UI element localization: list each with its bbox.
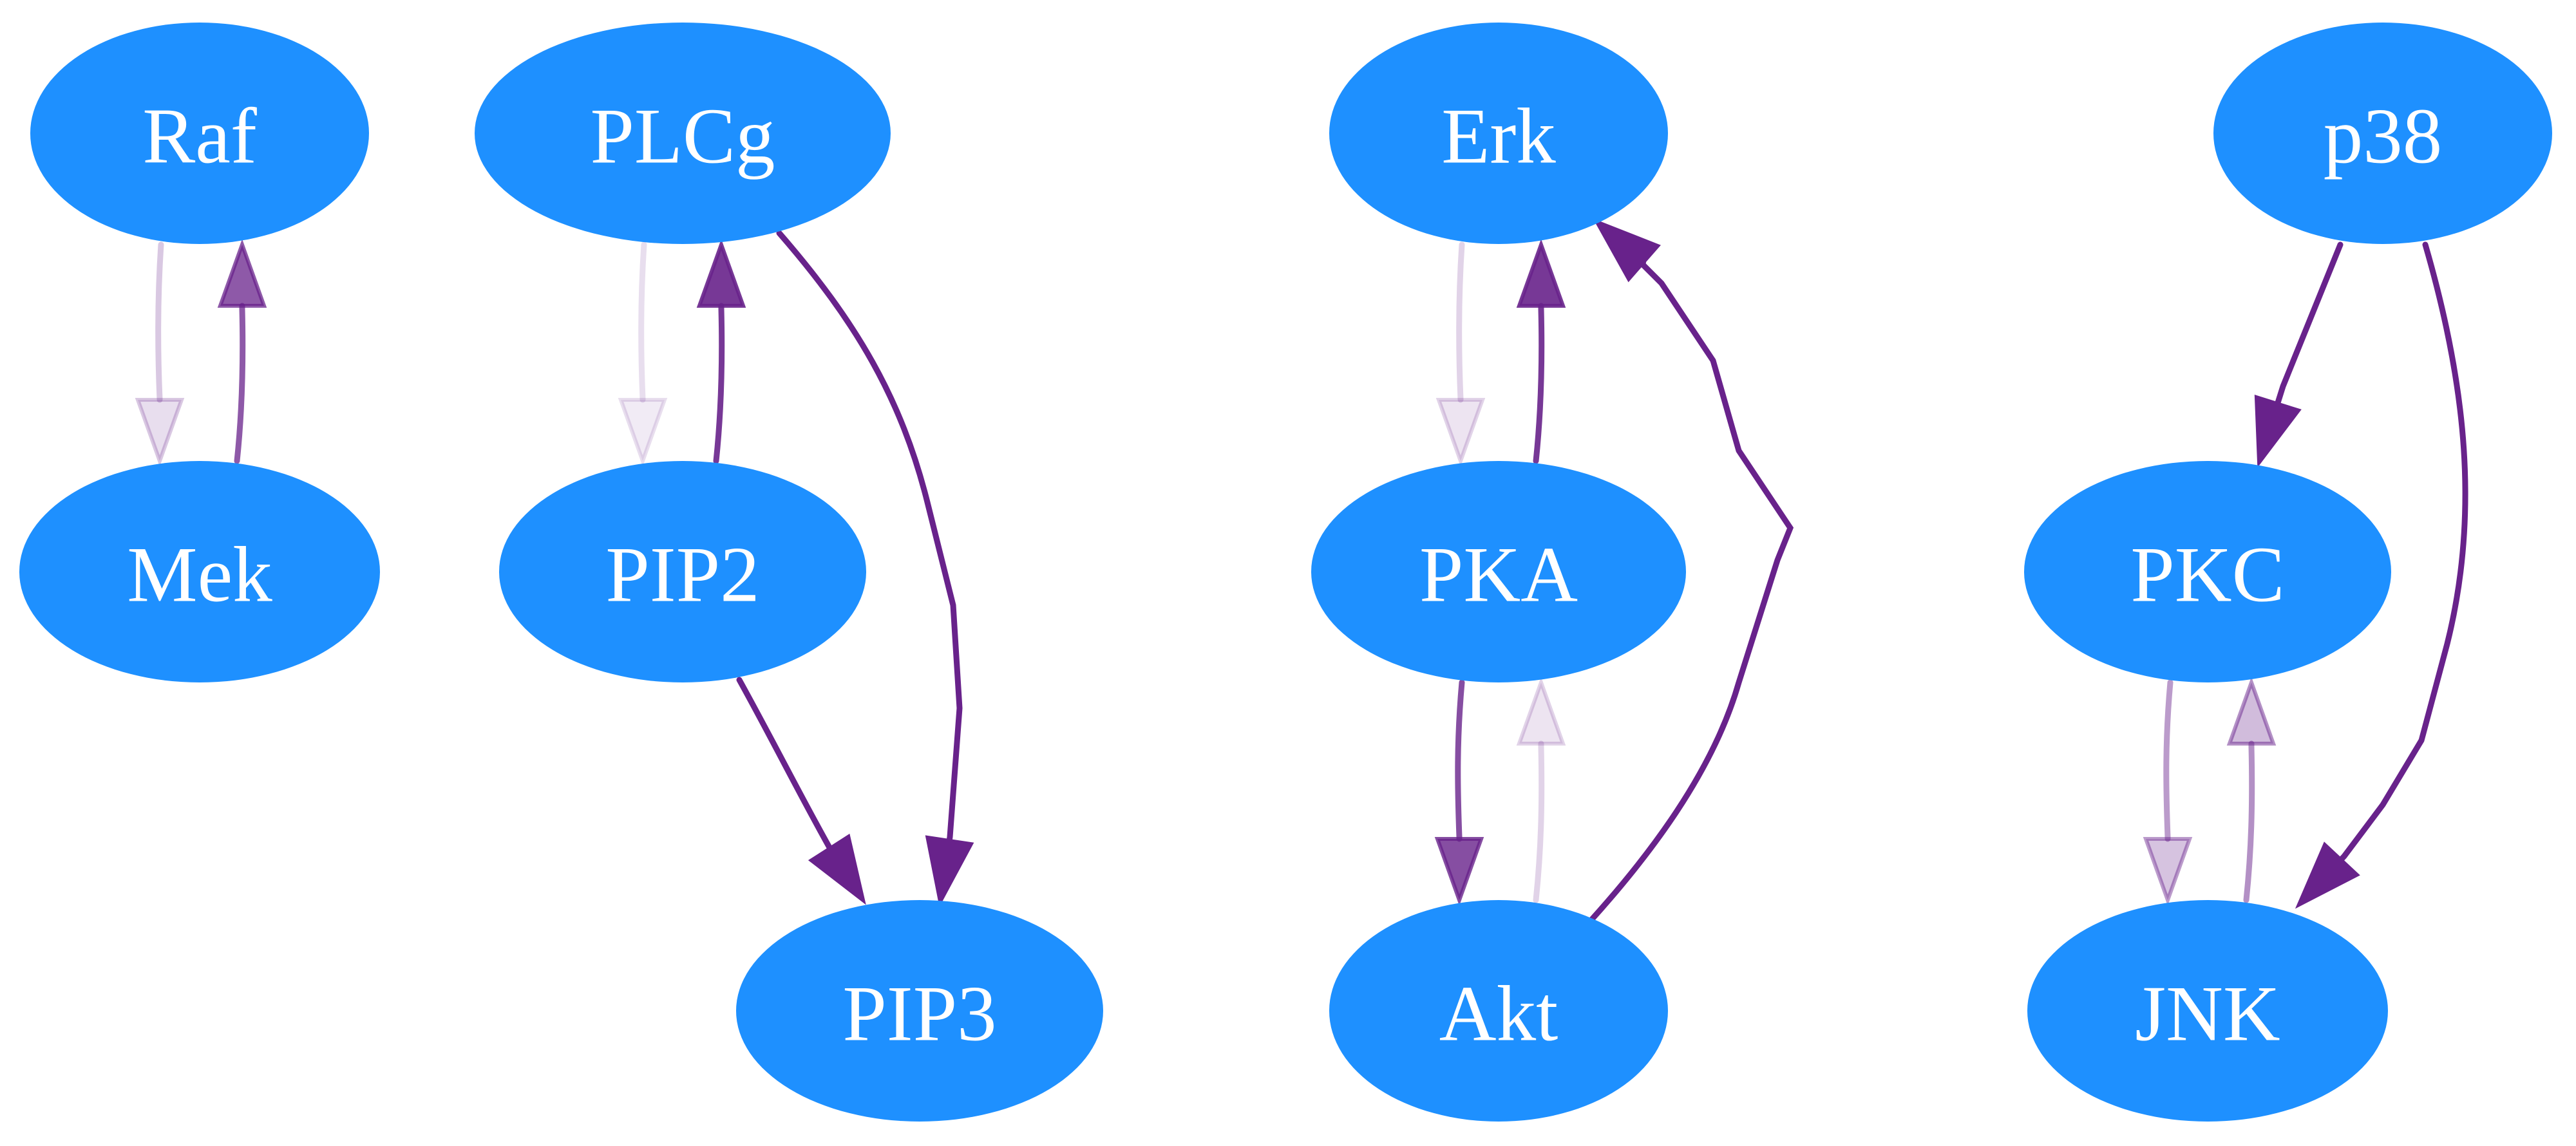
node-pka[interactable]: PKA bbox=[1311, 461, 1686, 682]
edge-line-plcg-pip3 bbox=[776, 230, 963, 844]
arrowhead-pka-erk bbox=[1516, 239, 1566, 308]
edge-line-akt-erk bbox=[1587, 242, 1794, 924]
arrowhead-p38-jnk bbox=[2295, 841, 2360, 909]
arrowhead-mek-raf bbox=[217, 239, 267, 308]
edge-line-pka-akt bbox=[1455, 679, 1465, 842]
node-pip3[interactable]: PIP3 bbox=[736, 900, 1103, 1122]
node-p38[interactable]: p38 bbox=[2213, 23, 2552, 244]
node-label-jnk: JNK bbox=[2135, 970, 2280, 1058]
edge-jnk-to-pkc bbox=[2226, 677, 2277, 903]
edge-p38-to-pkc bbox=[2254, 241, 2344, 468]
node-raf[interactable]: Raf bbox=[30, 23, 369, 244]
node-ellipse-erk bbox=[1329, 23, 1668, 244]
node-mek[interactable]: Mek bbox=[19, 461, 380, 682]
edge-pka-to-erk bbox=[1516, 239, 1566, 464]
node-pkc[interactable]: PKC bbox=[2024, 461, 2391, 682]
arrowhead-pkc-jnk bbox=[2143, 837, 2193, 906]
node-plcg[interactable]: PLCg bbox=[475, 23, 891, 244]
node-ellipse-pip3 bbox=[736, 900, 1103, 1122]
edge-line-pka-erk bbox=[1533, 303, 1545, 464]
node-ellipse-akt bbox=[1329, 900, 1668, 1122]
edge-akt-to-erk bbox=[1587, 218, 1794, 924]
edge-raf-to-mek bbox=[135, 241, 185, 467]
node-akt[interactable]: Akt bbox=[1329, 900, 1668, 1122]
node-label-pip2: PIP2 bbox=[605, 531, 759, 619]
edge-line-pkc-jnk bbox=[2163, 679, 2174, 842]
edge-mek-to-raf bbox=[217, 239, 267, 464]
node-label-p38: p38 bbox=[2324, 92, 2443, 180]
arrowhead-pka-akt bbox=[1434, 837, 1484, 906]
node-ellipse-mek bbox=[19, 461, 380, 682]
edge-line-pip2-plcg bbox=[713, 303, 725, 464]
edges-layer bbox=[135, 218, 2468, 924]
edge-line-erk-pka bbox=[1456, 241, 1465, 403]
node-label-raf: Raf bbox=[142, 92, 257, 180]
node-label-akt: Akt bbox=[1439, 970, 1558, 1058]
node-erk[interactable]: Erk bbox=[1329, 23, 1668, 244]
arrowhead-pip2-plcg bbox=[696, 239, 746, 308]
edge-line-akt-pka bbox=[1533, 740, 1545, 903]
node-ellipse-pka bbox=[1311, 461, 1686, 682]
edge-line-pip2-pip3 bbox=[736, 677, 833, 852]
edge-line-mek-raf bbox=[234, 303, 246, 464]
arrowhead-erk-pka bbox=[1435, 398, 1486, 467]
node-label-pkc: PKC bbox=[2130, 531, 2284, 619]
node-label-erk: Erk bbox=[1441, 92, 1556, 180]
node-label-plcg: PLCg bbox=[590, 92, 775, 180]
node-ellipse-pkc bbox=[2024, 461, 2391, 682]
edge-pkc-to-jnk bbox=[2143, 679, 2193, 906]
edge-pip2-to-plcg bbox=[696, 239, 746, 464]
edge-line-jnk-pkc bbox=[2243, 740, 2255, 903]
edge-line-raf-mek bbox=[155, 241, 164, 403]
node-ellipse-pip2 bbox=[499, 461, 866, 682]
arrowhead-akt-pka bbox=[1516, 677, 1566, 746]
node-ellipse-plcg bbox=[475, 23, 891, 244]
edge-line-p38-pkc bbox=[2274, 241, 2344, 407]
node-ellipse-jnk bbox=[2027, 900, 2388, 1122]
arrowhead-akt-erk bbox=[1593, 218, 1661, 283]
node-label-pka: PKA bbox=[1419, 531, 1578, 619]
arrowhead-plcg-pip3 bbox=[925, 835, 974, 907]
arrowhead-p38-pkc bbox=[2254, 395, 2302, 468]
edge-pka-to-akt bbox=[1434, 679, 1484, 906]
edge-plcg-to-pip2 bbox=[618, 241, 668, 467]
edge-erk-to-pka bbox=[1435, 241, 1486, 467]
edge-plcg-to-pip3 bbox=[776, 230, 974, 907]
node-label-pip3: PIP3 bbox=[842, 970, 996, 1058]
node-ellipse-raf bbox=[30, 23, 369, 244]
edge-akt-to-pka bbox=[1516, 677, 1566, 903]
node-label-mek: Mek bbox=[127, 531, 272, 619]
node-jnk[interactable]: JNK bbox=[2027, 900, 2388, 1122]
node-ellipse-p38 bbox=[2213, 23, 2552, 244]
edge-line-plcg-pip2 bbox=[638, 241, 647, 403]
arrowhead-pip2-pip3 bbox=[808, 833, 866, 905]
arrowhead-plcg-pip2 bbox=[618, 398, 668, 467]
edge-line-p38-jnk bbox=[2338, 241, 2468, 863]
arrowhead-raf-mek bbox=[135, 398, 185, 467]
edge-p38-to-jnk bbox=[2295, 241, 2468, 909]
arrowhead-jnk-pkc bbox=[2226, 677, 2277, 746]
edge-pip2-to-pip3 bbox=[736, 677, 866, 905]
node-pip2[interactable]: PIP2 bbox=[499, 461, 866, 682]
